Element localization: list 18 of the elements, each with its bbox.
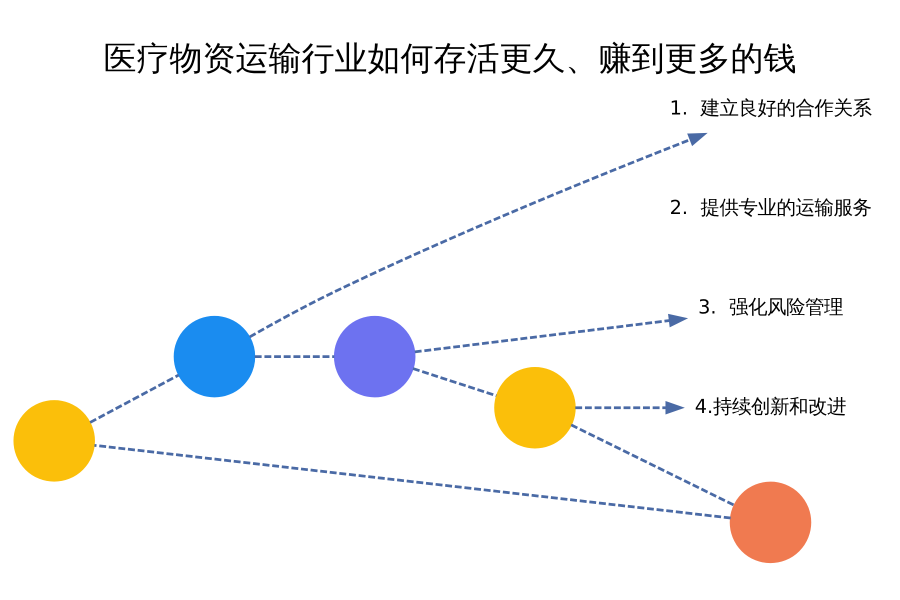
- label: 2. 提供专业的运输服务: [670, 196, 872, 219]
- node-circle: [334, 316, 416, 398]
- node-text: 1. 建立良好的合作关系: [670, 96, 872, 120]
- connector: [254, 355, 334, 358]
- node-circle: [174, 316, 256, 398]
- arrow: [414, 314, 688, 354]
- node-text: 4.持续创新和改进: [694, 394, 846, 418]
- connector: [90, 374, 180, 424]
- node-circle: [730, 482, 812, 564]
- diagram-title: 医疗物资运输行业如何存活更久、赚到更多的钱: [104, 38, 796, 78]
- connector: [412, 367, 497, 397]
- node-text: 3. 强化风险管理: [698, 295, 843, 318]
- arrow: [249, 132, 708, 338]
- connector: [570, 424, 735, 506]
- node-circle: [494, 367, 576, 448]
- connector: [94, 444, 731, 520]
- node-circle: [13, 400, 95, 482]
- arrow: [575, 400, 685, 415]
